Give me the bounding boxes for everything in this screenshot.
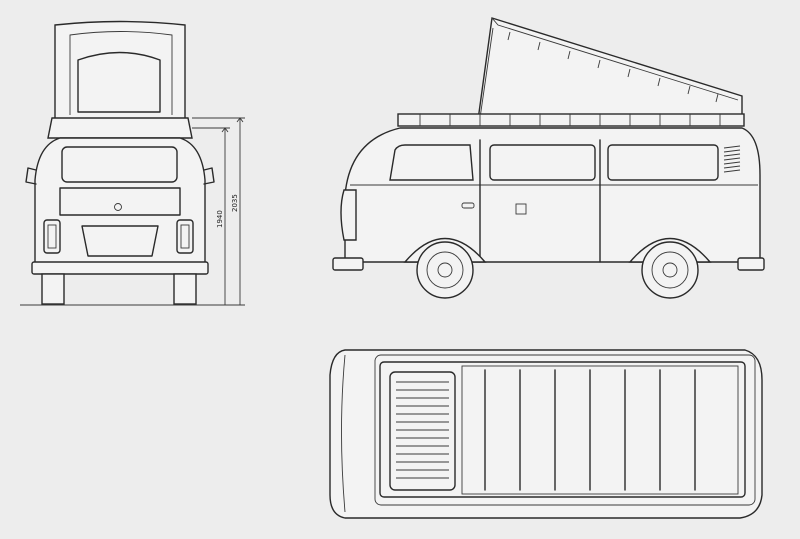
dimension-label-2035: 2035 [231,194,239,212]
dimension-label-1940: 1940 [216,210,224,228]
side-view [332,17,765,299]
top-view [329,349,763,519]
height-dimensions: 1940 2035 [192,117,245,305]
rear-view [20,20,245,306]
